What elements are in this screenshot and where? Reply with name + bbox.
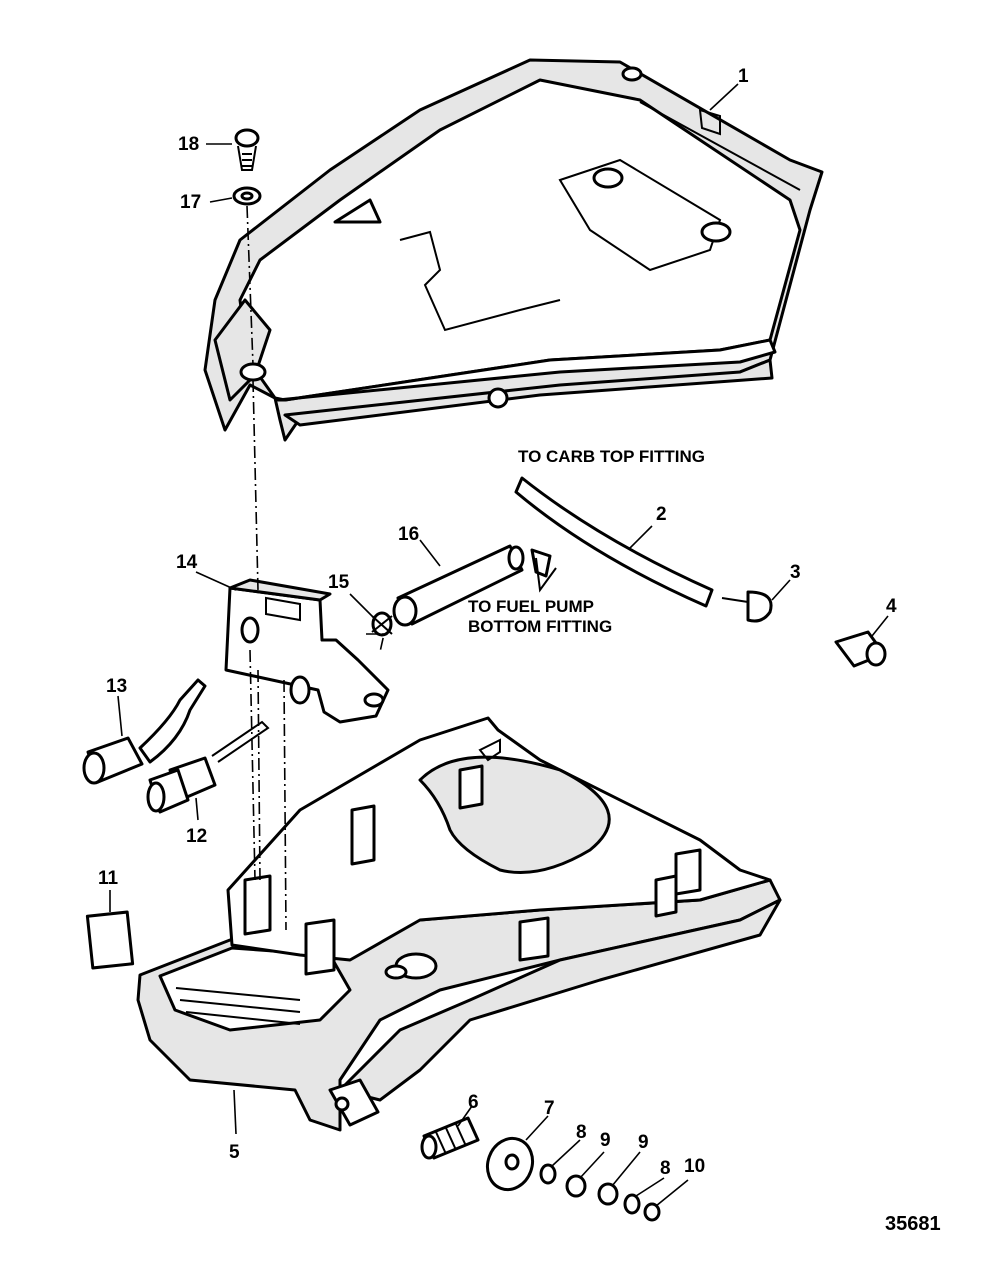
callout-7: 7 xyxy=(544,1098,555,1119)
callout-9a: 9 xyxy=(600,1130,611,1151)
callout-8a: 8 xyxy=(576,1122,587,1143)
sensor-12 xyxy=(146,720,270,814)
screw-18 xyxy=(234,128,260,171)
decal-11 xyxy=(85,910,135,970)
note-fuel-pump-line1: TO FUEL PUMP xyxy=(468,597,594,616)
washer-17 xyxy=(232,186,262,206)
callout-2: 2 xyxy=(656,504,667,525)
callout-18: 18 xyxy=(178,134,199,155)
washer-7 xyxy=(485,1136,535,1192)
bracket-14 xyxy=(224,578,390,724)
callout-14: 14 xyxy=(176,552,198,573)
callout-1: 1 xyxy=(738,66,749,87)
connector-13 xyxy=(82,678,207,785)
callout-labels: 1 2 3 4 5 6 7 8 9 9 8 10 11 12 13 14 15 … xyxy=(98,66,897,1179)
figure-number: 35681 xyxy=(885,1213,941,1235)
cowl-mount-hole xyxy=(239,362,267,382)
hose-2 xyxy=(514,476,714,608)
stud-6 xyxy=(420,1116,480,1160)
fitting-4 xyxy=(834,630,887,668)
callout-6: 6 xyxy=(468,1092,479,1113)
primer-3 xyxy=(721,590,773,623)
assembly-lines xyxy=(246,205,385,931)
leader-lines xyxy=(109,83,889,1207)
top-cowl xyxy=(203,58,824,442)
note-fuel-pump-line2: BOTTOM FITTING xyxy=(468,617,612,636)
callout-13: 13 xyxy=(106,676,127,697)
clamp-15 xyxy=(371,611,393,637)
note-carb-top-fitting: TO CARB TOP FITTING xyxy=(518,447,705,466)
callout-16: 16 xyxy=(398,524,419,545)
bottom-cowl xyxy=(136,716,782,1132)
callout-17: 17 xyxy=(180,192,201,213)
callout-5: 5 xyxy=(229,1142,240,1163)
callout-12: 12 xyxy=(186,826,207,847)
fuel-line-16 xyxy=(392,544,557,627)
callout-15: 15 xyxy=(328,572,350,593)
callout-8b: 8 xyxy=(660,1158,671,1179)
callout-10: 10 xyxy=(684,1156,705,1177)
callout-11: 11 xyxy=(98,868,119,889)
callout-9b: 9 xyxy=(638,1132,649,1153)
small-hardware xyxy=(539,1163,661,1222)
callout-4: 4 xyxy=(886,596,897,617)
callout-3: 3 xyxy=(790,562,801,583)
